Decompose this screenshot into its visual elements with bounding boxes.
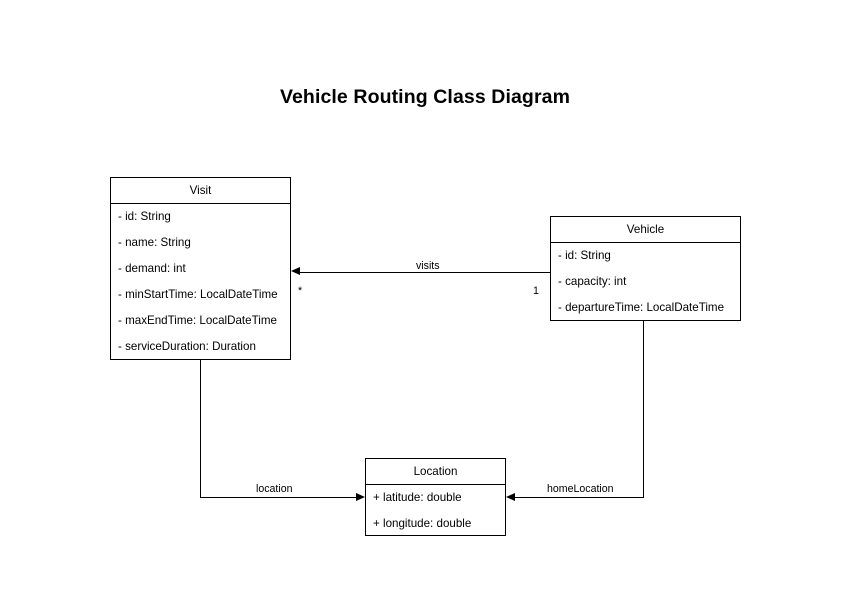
uml-attribute: - capacity: int [558,275,627,289]
edge-visits-arrowhead [291,267,300,276]
edge-homelocation-horizontal [515,496,644,498]
uml-class-location-name: Location [366,459,505,485]
uml-attribute: - id: String [558,249,611,263]
uml-class-visit-name: Visit [111,178,290,204]
uml-attribute: - minStartTime: LocalDateTime [118,288,278,302]
uml-class-location[interactable]: Location + latitude: double + longitude:… [365,458,506,536]
edge-visits-source-multiplicity: 1 [533,285,539,297]
edge-homelocation-arrowhead [506,492,515,501]
edge-visits-target-multiplicity: * [298,285,303,297]
uml-class-visit[interactable]: Visit - id: String - name: String - dema… [110,177,291,360]
uml-class-vehicle-attributes: - id: String - capacity: int - departure… [551,243,740,321]
uml-class-vehicle[interactable]: Vehicle - id: String - capacity: int - d… [550,216,741,321]
edge-visits-label: visits [414,260,442,272]
edge-location-vertical [200,360,202,498]
uml-attribute: - serviceDuration: Duration [118,340,256,354]
uml-attribute: + latitude: double [373,491,462,505]
uml-class-location-attributes: + latitude: double + longitude: double [366,485,505,537]
edge-location-arrowhead [356,492,365,501]
uml-attribute: - id: String [118,210,171,224]
uml-attribute: - name: String [118,236,191,250]
edge-homelocation-label: homeLocation [545,483,616,495]
page-title: Vehicle Routing Class Diagram [279,86,571,108]
uml-attribute: - demand: int [118,262,186,276]
uml-attribute: - maxEndTime: LocalDateTime [118,314,277,328]
uml-class-vehicle-name: Vehicle [551,217,740,243]
uml-attribute: + longitude: double [373,517,472,531]
edge-location-horizontal [200,496,356,498]
edge-location-label: location [254,483,295,495]
uml-class-visit-attributes: - id: String - name: String - demand: in… [111,204,290,360]
edge-homelocation-vertical [643,321,645,498]
uml-attribute: - departureTime: LocalDateTime [558,301,725,315]
edge-visits-line [300,272,550,274]
